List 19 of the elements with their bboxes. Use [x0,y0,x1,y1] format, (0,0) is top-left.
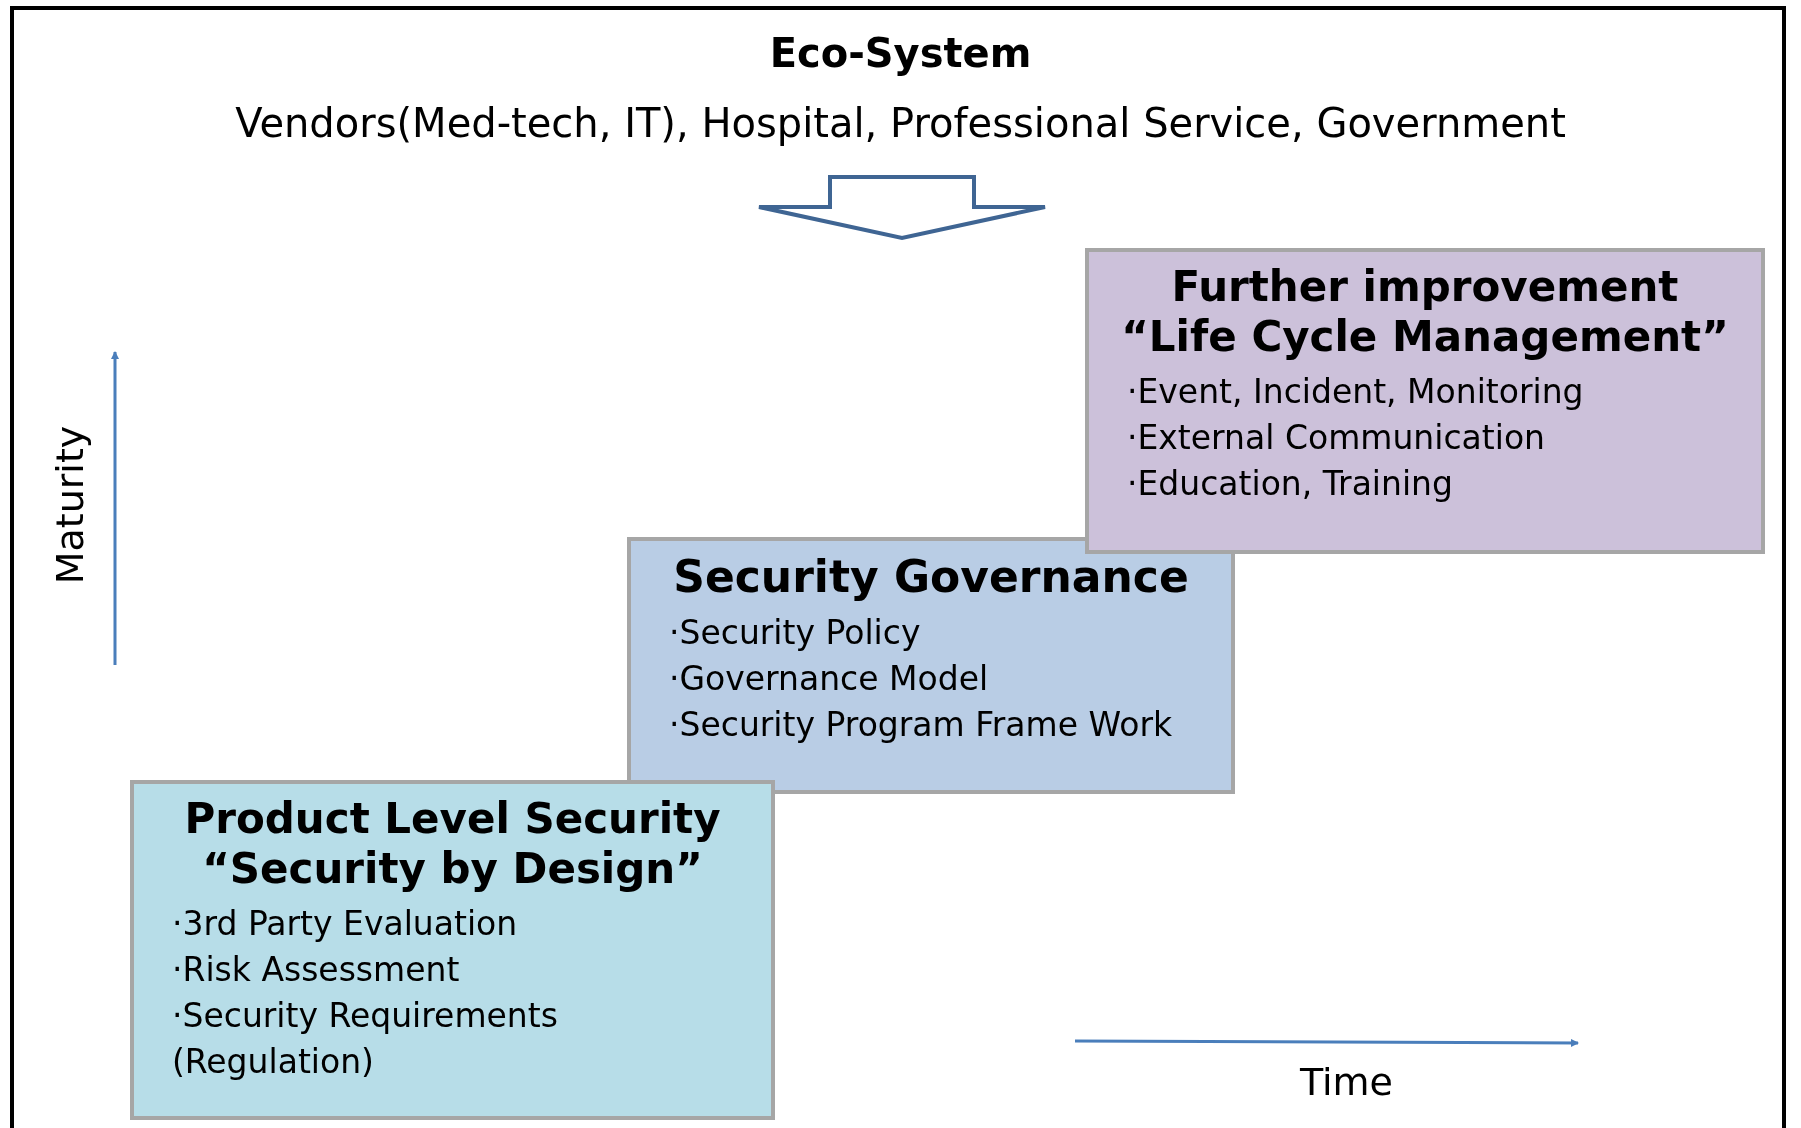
axis-label: Maturity [48,425,92,585]
bullet-item: ·Education, Training [1126,463,1454,506]
axis-label: Time [1300,1060,1393,1104]
bullet-item: ·Risk Assessment [171,948,461,991]
box-heading: Security Governance [672,551,1190,604]
bullet-item: ·Event, Incident, Monitoring [1126,370,1585,413]
bullet-item: ·External Communication [1126,416,1546,459]
bullet-item: ·Governance Model [668,658,990,700]
bullet-item: ·Security Requirements (Regulation) [171,995,559,1084]
stage-box [130,780,775,1120]
diagram-title: Eco-System [768,30,1033,76]
stage-box [627,537,1235,794]
bullet-item: ·Security Policy [668,611,922,654]
box-heading: Product Level Security “Security by Design” [183,794,722,895]
subtitle: Vendors(Med-tech, IT), Hospital, Professional Service, Government [234,100,1567,146]
stage-box [1085,248,1765,554]
box-heading: Further improvement “Life Cycle Management” [1120,262,1730,363]
bullet-item: ·3rd Party Evaluation [171,902,519,945]
bullet-item: ·Security Program Frame Work [668,704,1174,747]
